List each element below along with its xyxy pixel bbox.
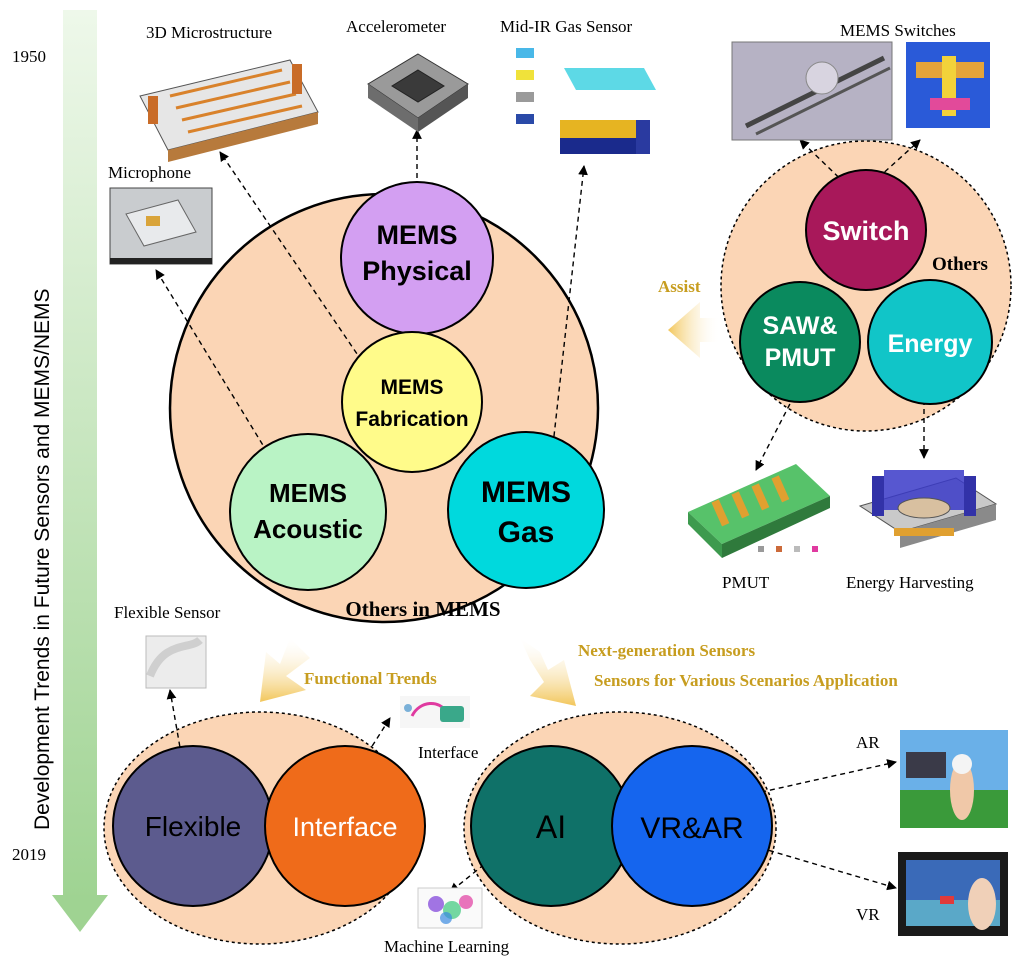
mems-switches-caption: MEMS Switches: [840, 21, 956, 40]
functional-trend-arrow: [260, 638, 310, 702]
assist-label: Assist: [658, 277, 701, 296]
next-gen-trend-arrow: [520, 638, 576, 706]
mems-gas-label-1: MEMS: [481, 476, 571, 509]
interface-circle: [264, 745, 426, 907]
functional-trends-label: Functional Trends: [304, 669, 437, 688]
timeline-end-year: 2019: [12, 845, 46, 864]
switch-label: Switch: [822, 216, 909, 246]
pmut-caption: PMUT: [722, 573, 770, 592]
mems-switches-image: [731, 41, 990, 141]
switch-circle: [805, 169, 927, 291]
machine-learning-caption: Machine Learning: [384, 937, 510, 956]
flexible-sensor-image: [145, 635, 207, 689]
accelerometer-caption: Accelerometer: [346, 17, 446, 36]
vrar-label: VR&AR: [640, 812, 743, 845]
saw-pmut-label-2: PMUT: [765, 344, 836, 372]
mems-acoustic-label-2: Acoustic: [253, 514, 363, 544]
arrow-vrar-vr: [699, 829, 897, 891]
gas-sensor-caption: Mid-IR Gas Sensor: [500, 17, 633, 36]
energy-label: Energy: [888, 330, 973, 358]
microstructure-image: [139, 59, 319, 162]
timeline-arrow: [52, 10, 108, 932]
energy-harvesting-caption: Energy Harvesting: [846, 573, 974, 592]
vr-image: [898, 852, 1008, 936]
mems-acoustic-circle: [229, 433, 387, 591]
saw-pmut-label-1: SAW&: [763, 312, 838, 340]
mems-physical-label-2: Physical: [362, 256, 472, 286]
scenarios-label: Sensors for Various Scenarios Applicatio…: [594, 671, 898, 690]
timeline-label: Development Trends in Future Sensors and…: [31, 288, 54, 830]
machine-learning-image: [417, 887, 483, 929]
assist-arrow: [668, 302, 720, 358]
microphone-caption: Microphone: [108, 163, 191, 182]
flexible-sensor-caption: Flexible Sensor: [114, 603, 221, 622]
saw-pmut-circle: [739, 281, 861, 403]
mems-fabrication-label-1: MEMS: [381, 376, 444, 399]
vrar-circle: [611, 745, 773, 907]
mems-physical-label-1: MEMS: [377, 220, 458, 250]
interface-caption: Interface: [418, 743, 478, 762]
gas-sensor-image: [516, 48, 656, 154]
others-circle-title: Others: [932, 254, 988, 275]
pmut-image: [688, 464, 830, 558]
mems-fabrication-circle: [341, 331, 483, 473]
microstructure-caption: 3D Microstructure: [146, 23, 272, 42]
ai-label: AI: [536, 809, 566, 845]
arrow-saw-pmut: [755, 395, 795, 471]
interface-image: [400, 696, 470, 728]
interface-label: Interface: [292, 812, 397, 842]
next-gen-sensors-label: Next-generation Sensors: [578, 641, 755, 660]
mems-acoustic-label-1: MEMS: [269, 478, 347, 508]
microphone-image: [109, 187, 213, 265]
main-circle-title: Others in MEMS: [345, 597, 500, 621]
accelerometer-image: [367, 53, 469, 132]
timeline-start-year: 1950: [12, 47, 46, 66]
arrow-acoustic-microphone: [155, 269, 273, 461]
arrow-fabrication-microstructure: [219, 151, 373, 377]
ar-image: [900, 730, 1008, 828]
arrow-gas-sensor: [547, 165, 588, 491]
flexible-label: Flexible: [145, 811, 241, 842]
mems-gas-circle: [447, 431, 605, 589]
arrow-flexible-sensor: [166, 689, 187, 783]
mems-fabrication-label-2: Fabrication: [355, 408, 468, 431]
energy-circle: [867, 279, 993, 405]
ar-caption: AR: [856, 733, 880, 752]
energy-harvesting-image: [858, 470, 998, 548]
mems-gas-label-2: Gas: [498, 516, 555, 549]
vr-caption: VR: [856, 905, 880, 924]
